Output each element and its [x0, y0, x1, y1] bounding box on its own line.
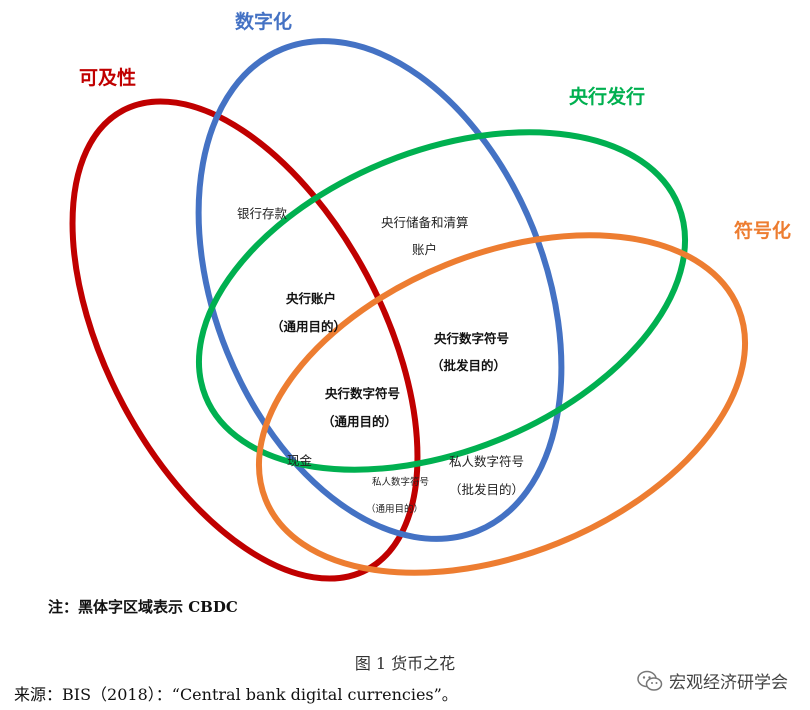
ellipse-digital — [195, 38, 565, 542]
region-cb-token-wholesale-line2: （批发目的） — [431, 358, 506, 373]
region-cash: 现金 — [287, 453, 313, 468]
region-cb-accounts-line2: （通用目的） — [271, 319, 346, 334]
ellipse-token-based — [255, 232, 749, 576]
region-private-token-wholesale-line2: （批发目的） — [449, 482, 524, 497]
region-cb-accounts-line1: 央行账户 — [286, 291, 336, 306]
source-citation: 来源：BIS（2018）：“Central bank digital curre… — [14, 685, 458, 704]
label-token-based: 符号化 — [734, 219, 791, 242]
watermark: 宏观经济研学会 — [637, 668, 788, 693]
ellipse-central-bank-issued — [195, 129, 689, 473]
label-central-bank-issued: 央行发行 — [569, 85, 645, 108]
region-cb-reserves-line1: 央行储备和清算 — [381, 215, 469, 230]
region-private-token-general-line1: 私人数字符号 — [372, 476, 429, 488]
wechat-icon — [637, 670, 663, 691]
region-cb-reserves-line2: 账户 — [412, 242, 437, 257]
region-cb-token-wholesale-line1: 央行数字符号 — [434, 331, 509, 346]
label-digital: 数字化 — [235, 10, 292, 33]
region-cb-token-general-line2: （通用目的） — [322, 414, 397, 429]
label-accessible: 可及性 — [79, 66, 136, 89]
region-cb-token-general-line1: 央行数字符号 — [325, 386, 400, 401]
region-bank-deposits: 银行存款 — [237, 206, 288, 221]
watermark-text: 宏观经济研学会 — [669, 673, 788, 693]
region-private-token-general-line2: （通用目的） — [366, 503, 423, 515]
region-private-token-wholesale-line1: 私人数字符号 — [449, 454, 524, 469]
figure-caption: 图 1 货币之花 — [354, 654, 456, 673]
ellipse-accessible — [69, 98, 421, 582]
legend-note: 注：黑体字区域表示 CBDC — [48, 598, 238, 616]
